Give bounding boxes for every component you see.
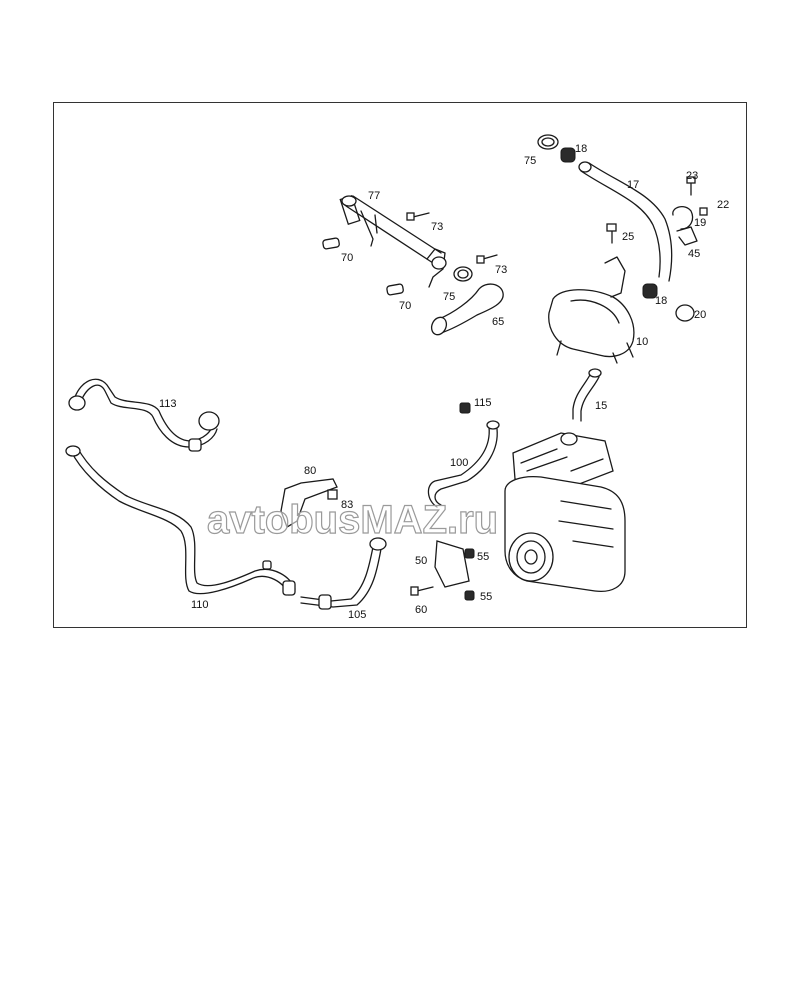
part-22-nut [699, 207, 708, 216]
callout-23: 23 [686, 170, 698, 182]
callout-19: 19 [694, 217, 706, 229]
part-70-sleeve-lower [386, 283, 404, 296]
part-113-pipe [68, 378, 220, 452]
part-25-bolt [606, 223, 617, 244]
part-10-housing [548, 256, 635, 364]
watermark: avtobusMAZ.ru [207, 498, 498, 542]
part-115-fitting [459, 402, 471, 414]
part-77-pipe [339, 194, 447, 288]
callout-80: 80 [304, 465, 316, 477]
part-75-clamp-lower [453, 266, 473, 282]
callout-100: 100 [450, 457, 468, 469]
callout-110: 110 [191, 599, 209, 611]
diagram-frame: 10 15 17 18 18 19 20 22 23 25 45 50 55 5… [53, 102, 747, 628]
callout-70-lower: 70 [399, 300, 411, 312]
part-110-pipe [65, 445, 296, 596]
callout-10: 10 [636, 336, 648, 348]
part-18-fitting-upper [560, 147, 576, 163]
callout-17: 17 [627, 179, 639, 191]
part-75-clamp-upper [537, 134, 559, 150]
callout-77: 77 [368, 190, 380, 202]
part-17-hose [578, 161, 673, 282]
callout-73-lower: 73 [495, 264, 507, 276]
callout-18-upper: 18 [575, 143, 587, 155]
part-105-pipe [300, 537, 387, 610]
part-65-hose [430, 283, 504, 336]
callout-83: 83 [341, 499, 353, 511]
callout-113: 113 [159, 398, 177, 410]
callout-45: 45 [688, 248, 700, 260]
callout-55-upper: 55 [477, 551, 489, 563]
compressor-assembly [504, 432, 626, 593]
part-23-bolt [686, 176, 696, 196]
part-55-bolt-upper [464, 548, 475, 559]
part-19-clip [672, 205, 694, 230]
callout-60: 60 [415, 604, 427, 616]
part-18-fitting-lower [642, 283, 658, 299]
callout-115: 115 [474, 397, 492, 409]
part-100-pipe [427, 420, 500, 508]
part-50-plate [434, 540, 470, 588]
part-20-cap [675, 304, 695, 322]
callout-22: 22 [717, 199, 729, 211]
callout-73-upper: 73 [431, 221, 443, 233]
callout-75-lower: 75 [443, 291, 455, 303]
callout-65: 65 [492, 316, 504, 328]
part-60-bolt [410, 586, 434, 596]
callout-75-upper: 75 [524, 155, 536, 167]
callout-105: 105 [348, 609, 366, 621]
callout-20: 20 [694, 309, 706, 321]
callout-55-lower: 55 [480, 591, 492, 603]
part-80-bracket [280, 478, 338, 528]
part-73-bolt-lower [476, 254, 498, 264]
part-45-bracket [676, 226, 698, 246]
part-73-bolt-upper [406, 212, 430, 221]
part-55-bolt-lower [464, 590, 475, 601]
part-15-pipe [572, 368, 602, 422]
part-83-nut [327, 489, 338, 500]
callout-25: 25 [622, 231, 634, 243]
callout-15: 15 [595, 400, 607, 412]
callout-70-upper: 70 [341, 252, 353, 264]
callout-50: 50 [415, 555, 427, 567]
parts-diagram: 10 15 17 18 18 19 20 22 23 25 45 50 55 5… [65, 134, 729, 621]
part-70-sleeve-upper [322, 237, 340, 250]
callout-18-lower: 18 [655, 295, 667, 307]
